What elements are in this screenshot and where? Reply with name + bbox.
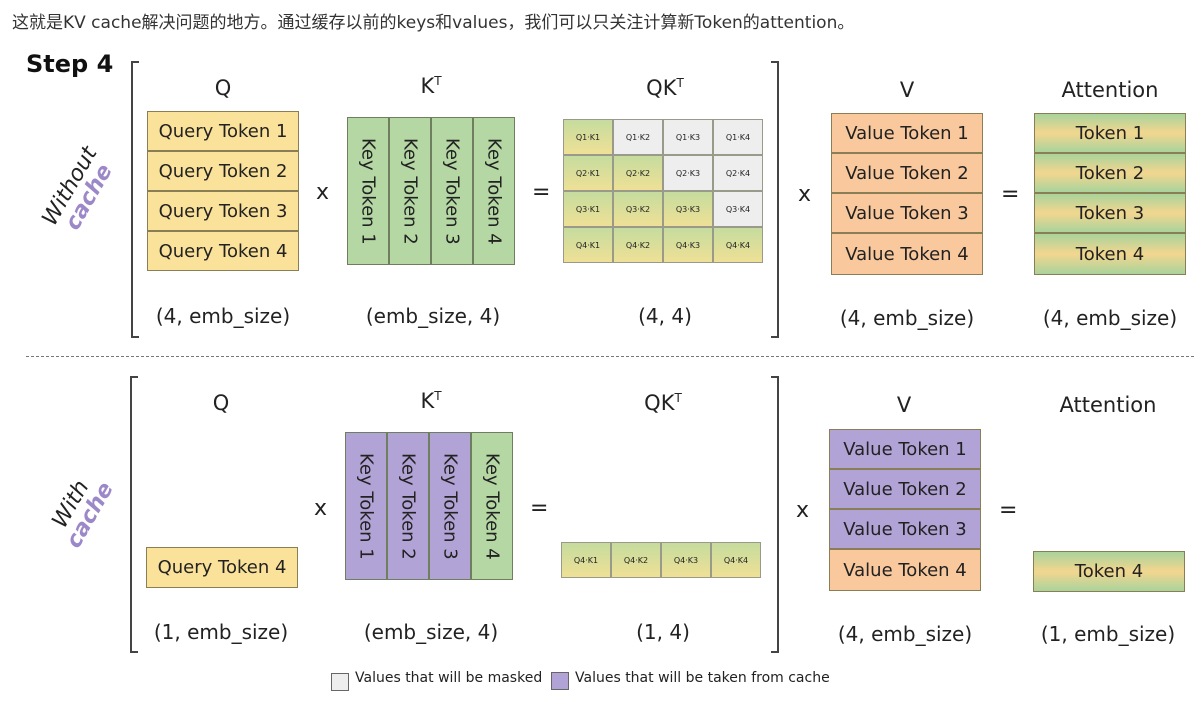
bottom-dim-k: (emb_size, 4) bbox=[363, 620, 499, 644]
top-equals-2: = bbox=[1001, 182, 1020, 207]
intro-text: 这就是KV cache解决问题的地方。通过缓存以前的keys和values，我们… bbox=[12, 13, 855, 33]
bottom-header-q: Q bbox=[212, 391, 230, 415]
top-header-attention: Attention bbox=[1061, 78, 1159, 102]
value-token-row-cached: Value Token 3 bbox=[829, 509, 981, 549]
legend-cached-label: Values that will be taken from cache bbox=[575, 670, 830, 686]
bottom-left-bracket bbox=[130, 376, 138, 653]
bottom-multiply-1: x bbox=[314, 496, 328, 521]
key-token-column-cached: Key Token 2 bbox=[387, 432, 429, 580]
legend-masked-label: Values that will be masked bbox=[355, 670, 543, 686]
top-attention-matrix: Token 1 Token 2 Token 3 Token 4 bbox=[1034, 113, 1186, 275]
qk-cell: Q4·K3 bbox=[661, 542, 711, 578]
bottom-header-v: V bbox=[896, 393, 912, 417]
value-token-row: Value Token 4 bbox=[829, 549, 981, 591]
bottom-v-matrix: Value Token 1 Value Token 2 Value Token … bbox=[829, 429, 981, 591]
qk-cell: Q1·K1 bbox=[563, 119, 613, 155]
section-divider bbox=[26, 356, 1194, 357]
bottom-k-matrix: Key Token 1 Key Token 2 Key Token 3 Key … bbox=[345, 432, 513, 580]
qk-cell-masked: Q3·K4 bbox=[713, 191, 763, 227]
top-qk-matrix: Q1·K1 Q1·K2 Q1·K3 Q1·K4 Q2·K1 Q2·K2 Q2·K… bbox=[563, 119, 763, 263]
bottom-header-k: KT bbox=[420, 389, 442, 413]
top-multiply-2: x bbox=[798, 182, 812, 207]
legend-cached-swatch bbox=[551, 672, 569, 690]
qk-cell-masked: Q2·K4 bbox=[713, 155, 763, 191]
qk-cell: Q4·K3 bbox=[663, 227, 713, 263]
bottom-qk-matrix: Q4·K1 Q4·K2 Q4·K3 Q4·K4 bbox=[561, 542, 761, 578]
qk-cell: Q4·K2 bbox=[613, 227, 663, 263]
top-left-bracket bbox=[131, 61, 139, 338]
bottom-header-attention: Attention bbox=[1059, 393, 1157, 417]
row-label-with: With cache bbox=[47, 476, 119, 553]
top-right-bracket bbox=[771, 61, 779, 338]
query-token-row: Query Token 4 bbox=[146, 547, 298, 588]
key-token-column-cached: Key Token 1 bbox=[345, 432, 387, 580]
top-dim-qk: (4, 4) bbox=[638, 304, 692, 328]
query-token-row: Query Token 3 bbox=[147, 191, 299, 231]
attention-token-row: Token 3 bbox=[1034, 193, 1186, 233]
top-k-matrix: Key Token 1 Key Token 2 Key Token 3 Key … bbox=[347, 117, 515, 265]
qk-cell: Q2·K2 bbox=[613, 155, 663, 191]
key-token-column: Key Token 1 bbox=[347, 117, 389, 265]
key-token-column: Key Token 3 bbox=[431, 117, 473, 265]
qk-cell: Q4·K1 bbox=[561, 542, 611, 578]
bottom-dim-v: (4, emb_size) bbox=[837, 622, 973, 646]
value-token-row: Value Token 4 bbox=[831, 233, 983, 275]
attention-token-row: Token 2 bbox=[1034, 153, 1186, 193]
key-token-column: Key Token 2 bbox=[389, 117, 431, 265]
bottom-multiply-2: x bbox=[796, 498, 810, 523]
qk-cell-masked: Q1·K4 bbox=[713, 119, 763, 155]
top-header-k: KT bbox=[420, 74, 442, 98]
legend-masked-swatch bbox=[331, 673, 349, 691]
key-token-column-cached: Key Token 3 bbox=[429, 432, 471, 580]
qk-cell: Q4·K1 bbox=[563, 227, 613, 263]
bottom-dim-q: (1, emb_size) bbox=[153, 620, 289, 644]
qk-cell: Q3·K3 bbox=[663, 191, 713, 227]
top-header-qk: QKT bbox=[646, 76, 684, 100]
qk-cell-masked: Q1·K3 bbox=[663, 119, 713, 155]
bottom-right-bracket bbox=[771, 376, 779, 653]
qk-cell: Q4·K4 bbox=[713, 227, 763, 263]
row-label-without: Without cache bbox=[37, 142, 118, 235]
step-title: Step 4 bbox=[26, 50, 114, 78]
bottom-dim-attention: (1, emb_size) bbox=[1040, 622, 1176, 646]
qk-cell: Q4·K2 bbox=[611, 542, 661, 578]
top-v-matrix: Value Token 1 Value Token 2 Value Token … bbox=[831, 113, 983, 275]
top-q-matrix: Query Token 1 Query Token 2 Query Token … bbox=[147, 111, 299, 271]
qk-cell: Q4·K4 bbox=[711, 542, 761, 578]
value-token-row: Value Token 1 bbox=[831, 113, 983, 153]
top-header-q: Q bbox=[214, 76, 232, 100]
top-multiply-1: x bbox=[316, 180, 330, 205]
value-token-row: Value Token 2 bbox=[831, 153, 983, 193]
query-token-row: Query Token 4 bbox=[147, 231, 299, 271]
value-token-row-cached: Value Token 1 bbox=[829, 429, 981, 469]
bottom-equals-1: = bbox=[530, 496, 549, 521]
value-token-row: Value Token 3 bbox=[831, 193, 983, 233]
qk-cell: Q2·K1 bbox=[563, 155, 613, 191]
attention-token-row: Token 4 bbox=[1033, 551, 1185, 592]
qk-cell-masked: Q2·K3 bbox=[663, 155, 713, 191]
bottom-equals-2: = bbox=[999, 498, 1018, 523]
qk-cell: Q3·K1 bbox=[563, 191, 613, 227]
attention-token-row: Token 4 bbox=[1034, 233, 1186, 275]
query-token-row: Query Token 1 bbox=[147, 111, 299, 151]
top-header-v: V bbox=[899, 78, 915, 102]
qk-cell-masked: Q1·K2 bbox=[613, 119, 663, 155]
top-dim-q: (4, emb_size) bbox=[155, 304, 291, 328]
value-token-row-cached: Value Token 2 bbox=[829, 469, 981, 509]
top-dim-v: (4, emb_size) bbox=[839, 306, 975, 330]
attention-token-row: Token 1 bbox=[1034, 113, 1186, 153]
top-equals-1: = bbox=[532, 180, 551, 205]
bottom-dim-qk: (1, 4) bbox=[636, 620, 690, 644]
query-token-row: Query Token 2 bbox=[147, 151, 299, 191]
top-dim-attention: (4, emb_size) bbox=[1042, 306, 1178, 330]
qk-cell: Q3·K2 bbox=[613, 191, 663, 227]
key-token-column: Key Token 4 bbox=[473, 117, 515, 265]
top-dim-k: (emb_size, 4) bbox=[365, 304, 501, 328]
key-token-column: Key Token 4 bbox=[471, 432, 513, 580]
bottom-header-qk: QKT bbox=[644, 391, 682, 415]
